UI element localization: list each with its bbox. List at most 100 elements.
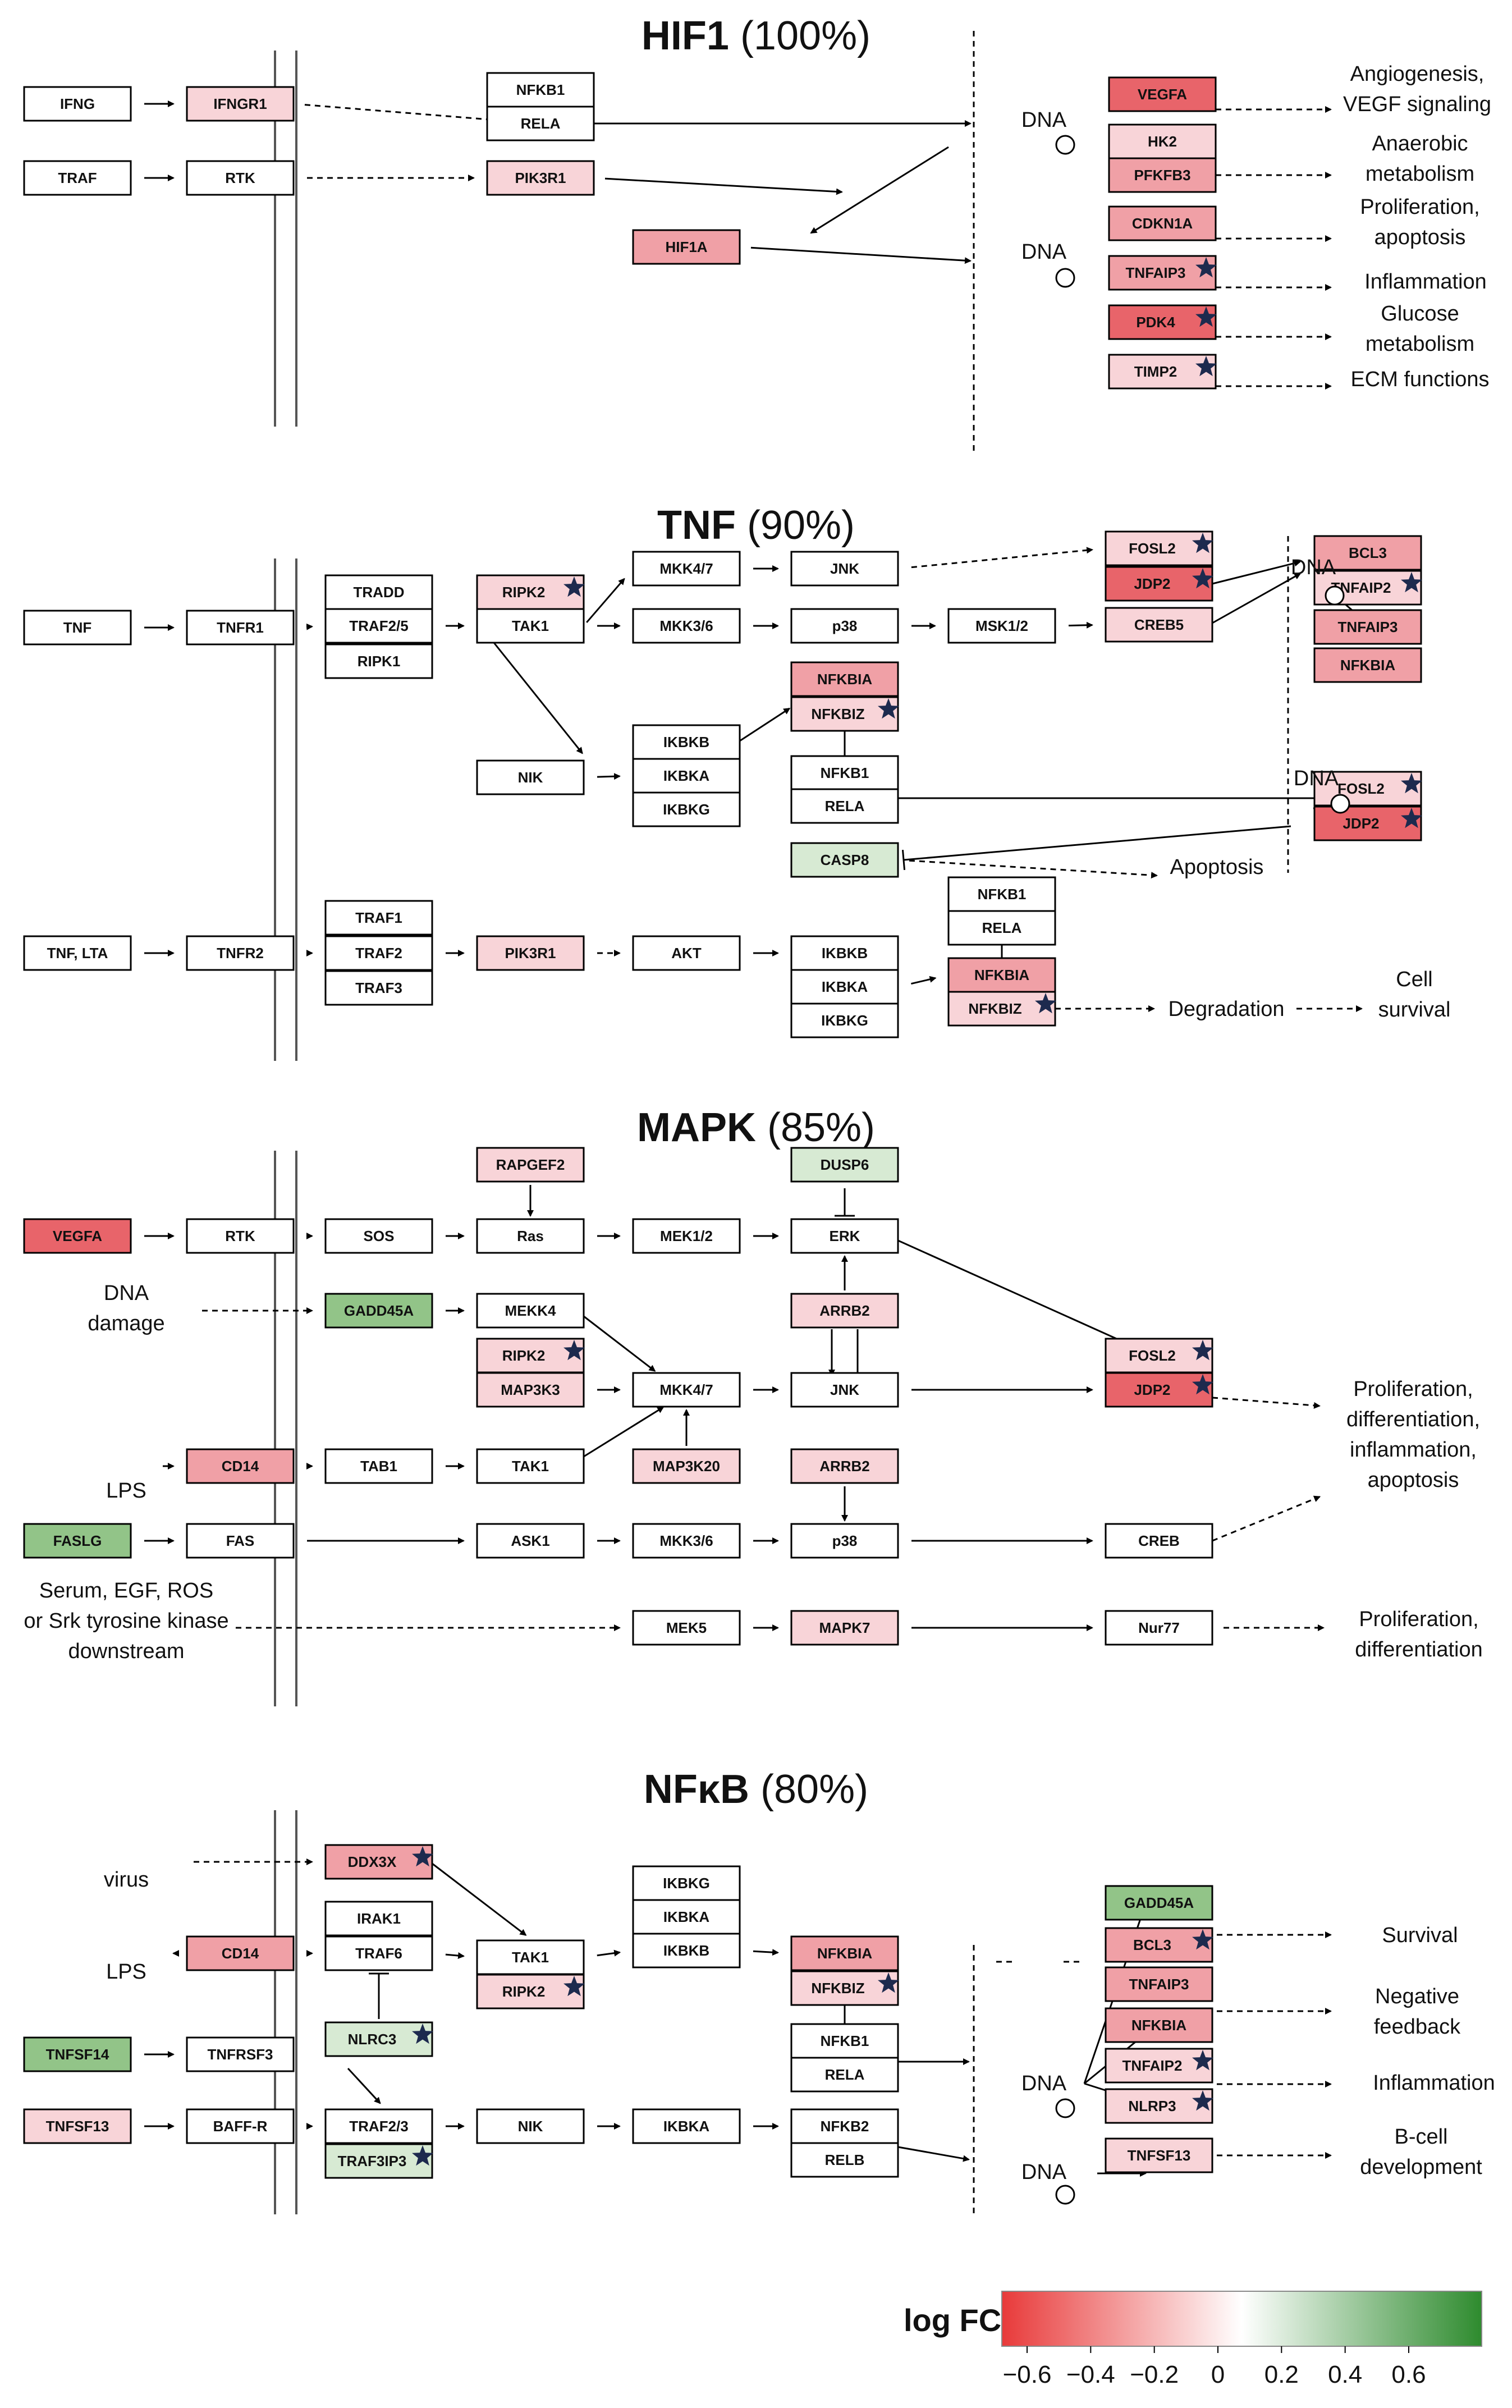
gene-label: TNFR2: [217, 945, 264, 962]
activation-arrow: [432, 1862, 527, 1936]
nfkb-pct: (80%): [749, 1767, 868, 1812]
gene-label: TRAF2: [355, 945, 402, 962]
gene-box-bg: [790, 755, 899, 791]
gene-label: JNK: [830, 1381, 859, 1398]
label-m-prolif4-line-1: Proliferation,: [1353, 1377, 1473, 1401]
gene-box-bg: [1105, 1927, 1213, 1963]
gene-label: MAP3K20: [653, 1458, 720, 1475]
label-t-apop: Apoptosis: [1170, 855, 1264, 879]
gene-box-bg: [632, 229, 741, 265]
label-h-glucose-line-1: Glucose: [1381, 302, 1459, 326]
gene-box-t-nfkb1b: NFKB1: [947, 876, 1056, 912]
gene-box-bg: [23, 1218, 132, 1254]
gene-box-n-ikbka2: IKBKA: [632, 2108, 741, 2144]
gene-label: MEKK4: [505, 1302, 556, 1319]
star-icon: [1192, 2090, 1213, 2111]
gene-label: RAPGEF2: [496, 1156, 565, 1173]
activation-arrow: [347, 2067, 381, 2104]
gene-box-t-ikbkb: IKBKB: [632, 724, 741, 760]
gene-label: IFNGR1: [213, 95, 267, 112]
gene-box-bg: [790, 608, 899, 644]
gene-box-n-tnfsf13: TNFSF13: [23, 2108, 132, 2144]
gene-box-bg: [790, 2108, 899, 2144]
gene-label: PFKFB3: [1134, 167, 1190, 184]
gene-box-bg: [790, 1372, 899, 1408]
gene-box-bg: [476, 1147, 585, 1183]
gene-box-t-tak1: TAK1: [476, 608, 585, 644]
gene-box-n-ripk2: RIPK2: [476, 1974, 585, 2009]
label-m-serum-line-2: or Srk tyrosine kinase: [24, 1609, 228, 1633]
gene-box-bg: [632, 2108, 741, 2144]
gene-box-bg: [790, 2023, 899, 2059]
star-icon: [1195, 257, 1217, 278]
gene-box-bg: [23, 610, 132, 646]
label-n-inflam: Inflammation: [1373, 2071, 1495, 2095]
gene-box-n-ikbka: IKBKA: [632, 1899, 741, 1935]
gene-box-bg: [632, 608, 741, 644]
tnf-pct: (90%): [736, 503, 855, 548]
gene-box-h-ifng: IFNG: [23, 86, 132, 122]
gene-box-bg: [790, 1610, 899, 1646]
gene-label: GADD45A: [344, 1302, 414, 1319]
gene-label: TNFSF13: [1128, 2147, 1191, 2164]
gene-box-bg: [1105, 1610, 1213, 1646]
gene-label: TRADD: [354, 584, 405, 601]
gene-box-bg: [324, 935, 433, 971]
gene-box-bg: [632, 1865, 741, 1901]
gene-box-bg: [1105, 2048, 1213, 2084]
gene-label: IKBKA: [822, 978, 868, 995]
gene-box-m-rtk: RTK: [186, 1218, 295, 1254]
gene-label: Nur77: [1138, 1619, 1180, 1636]
gene-box-bg: [632, 1899, 741, 1935]
star-icon: [412, 2024, 433, 2044]
gene-box-bg: [790, 661, 899, 697]
gene-box-bg: [476, 1372, 585, 1408]
star-icon: [563, 576, 585, 597]
gene-box-bg: [324, 2143, 433, 2179]
gene-box-bg: [324, 1293, 433, 1329]
gene-label: IKBKA: [663, 2118, 710, 2135]
gene-label: RIPK2: [502, 584, 546, 601]
gene-label: IKBKB: [663, 1942, 709, 1959]
gene-label: NFKB1: [821, 764, 869, 781]
gene-label: IKBKB: [822, 945, 868, 962]
pathway-connections: [144, 100, 1369, 2177]
label-m-serum-line-3: downstream: [68, 1640, 185, 1663]
gene-box-n-nfkbia-out: NFKBIA: [1105, 2007, 1213, 2043]
gene-label: ARRB2: [819, 1458, 870, 1475]
gene-box-t-nfkbia: NFKBIA: [790, 661, 899, 697]
gene-box-bg: [186, 1935, 295, 1971]
gene-box-m-mapk7: MAPK7: [790, 1610, 899, 1646]
gene-box-m-creb: CREB: [1105, 1523, 1213, 1559]
label-m-dnadmg-line-2: damage: [88, 1312, 164, 1335]
gene-box-bg: [790, 551, 899, 587]
gene-box-bg: [476, 935, 585, 971]
gene-label: NFKBIA: [817, 671, 872, 688]
activation-arrow: [445, 1952, 465, 1960]
gene-label: IFNG: [60, 95, 95, 112]
gene-box-m-mkk47: MKK4/7: [632, 1372, 741, 1408]
gene-box-t-ikbkg: IKBKG: [632, 791, 741, 827]
label-m-lps: LPS: [106, 1479, 146, 1503]
gene-box-n-bcl3: BCL3: [1105, 1927, 1213, 1963]
gene-box-bg: [23, 160, 132, 196]
activation-arrow: [586, 578, 625, 623]
gene-label: AKT: [671, 945, 702, 962]
label-m-prolif2-line-2: differentiation: [1355, 1638, 1482, 1661]
gene-label: TRAF3: [355, 979, 402, 996]
gene-box-bg: [476, 1448, 585, 1484]
gene-label: FAS: [226, 1532, 255, 1549]
section-title-nfkb: NFκB (80%): [644, 1767, 868, 1812]
gene-label: FOSL2: [1129, 1347, 1176, 1364]
gene-box-m-map3k20: MAP3K20: [632, 1448, 741, 1484]
star-icon: [1195, 306, 1217, 327]
gene-box-bg: [790, 935, 899, 971]
gene-label: NFKB1: [821, 2032, 869, 2049]
star-icon: [1401, 572, 1422, 593]
gene-box-t-ikbka2: IKBKA: [790, 969, 899, 1005]
star-icon: [1035, 993, 1056, 1014]
gene-box-h-hk2: HK2: [1108, 123, 1217, 159]
gene-box-bg: [476, 1218, 585, 1254]
